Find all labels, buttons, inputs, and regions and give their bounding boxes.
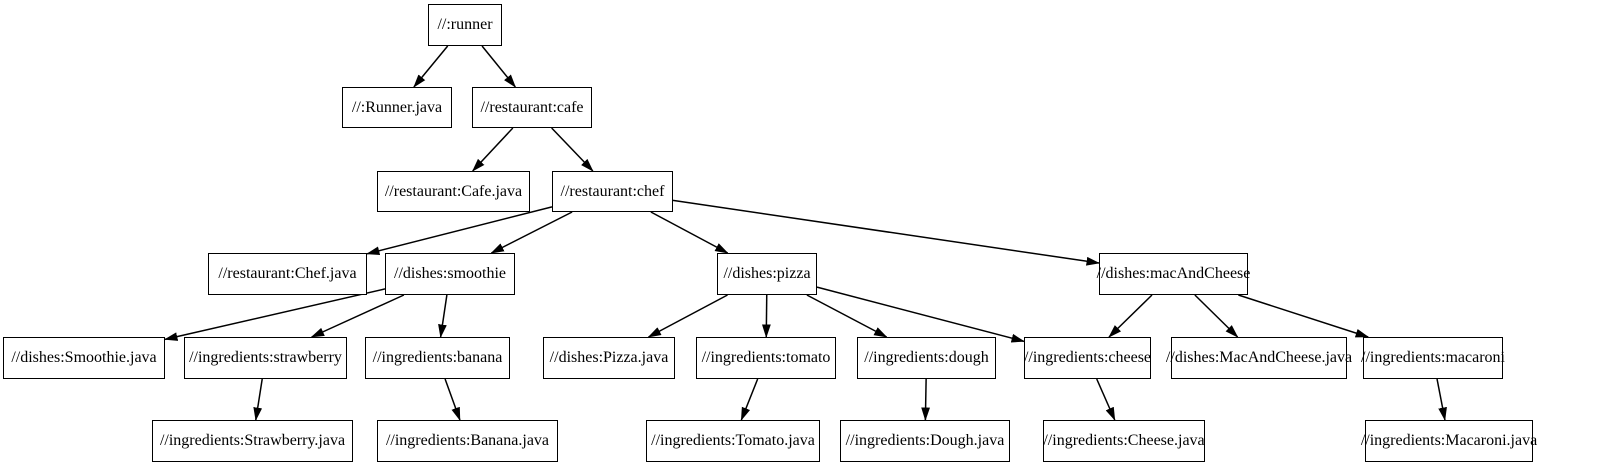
graph-node-tomato: //ingredients:tomato [696,337,836,379]
edge-cafe-to-chef [551,127,594,172]
edge-chef-to-smoothie [490,211,573,254]
edge-chef-to-chef-java [366,206,553,256]
edge-mac-and-cheese-to-macaroni [1238,294,1370,338]
edge-banana-to-banana-java [444,378,461,421]
edge-strawberry-to-strawberry-java [253,378,263,421]
graph-node-chef: //restaurant:chef [552,171,673,212]
graph-node-dough-java: //ingredients:Dough.java [840,420,1010,462]
graph-node-cheese-java: //ingredients:Cheese.java [1043,420,1205,462]
edge-chef-to-mac-and-cheese [672,199,1100,266]
graph-node-cafe: //restaurant:cafe [472,87,592,128]
graph-node-smoothie-java: //dishes:Smoothie.java [3,337,165,379]
edge-pizza-to-cheese [816,286,1025,343]
edge-dough-to-dough-java [921,378,931,421]
graph-node-runner-java: //:Runner.java [342,87,452,128]
graph-node-macaroni: //ingredients:macaroni [1361,337,1505,379]
graph-node-dough: //ingredients:dough [857,337,996,379]
graph-node-strawberry: //ingredients:strawberry [184,337,347,379]
graph-node-mac-and-cheese-java: //dishes:MacAndCheese.java [1166,337,1352,379]
graph-node-tomato-java: //ingredients:Tomato.java [646,420,820,462]
edge-cheese-to-cheese-java [1096,378,1116,421]
graph-node-macaroni-java: //ingredients:Macaroni.java [1361,420,1537,462]
graph-node-pizza-java: //dishes:Pizza.java [543,337,675,379]
edge-runner-to-cafe [481,45,516,88]
edge-cafe-to-cafe-java [471,127,514,172]
edge-mac-and-cheese-to-cheese [1108,294,1153,338]
graph-node-banana-java: //ingredients:Banana.java [377,420,558,462]
edge-chef-to-pizza [650,211,729,254]
edge-smoothie-to-strawberry [310,294,405,338]
edge-smoothie-to-banana [438,294,448,338]
graph-node-strawberry-java: //ingredients:Strawberry.java [152,420,353,462]
edge-pizza-to-tomato [761,294,771,338]
graph-node-runner: //:runner [428,4,502,46]
graph-node-cafe-java: //restaurant:Cafe.java [377,171,530,212]
edge-pizza-to-dough [806,294,888,338]
graph-node-chef-java: //restaurant:Chef.java [208,253,367,295]
edge-runner-to-runner-java [413,45,449,88]
graph-node-smoothie: //dishes:smoothie [385,253,515,295]
graph-node-pizza: //dishes:pizza [717,253,817,295]
graph-node-cheese: //ingredients:cheese [1024,337,1151,379]
graph-node-mac-and-cheese: //dishes:macAndCheese [1097,253,1250,295]
edge-smoothie-to-smoothie-java [164,288,386,341]
edge-macaroni-to-macaroni-java [1436,378,1447,421]
edge-tomato-to-tomato-java [740,378,759,421]
edge-pizza-to-pizza-java [647,294,728,338]
edge-mac-and-cheese-to-mac-and-cheese-java [1194,294,1239,338]
graph-node-banana: //ingredients:banana [365,337,510,379]
